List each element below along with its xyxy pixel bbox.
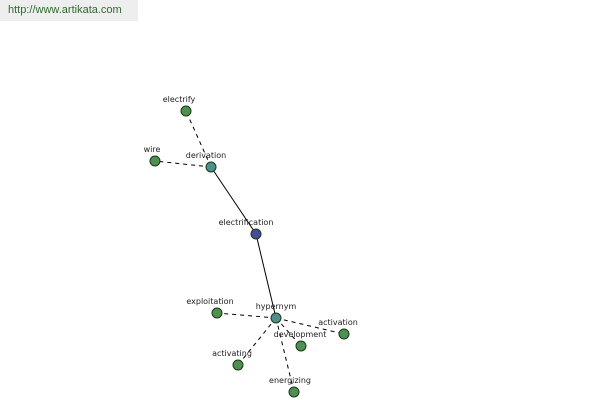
edges-layer — [154, 110, 345, 393]
node-label-derivation[interactable]: derivation — [186, 151, 226, 160]
labels-layer: electrify wire derivation electrification hy… — [144, 95, 358, 385]
node-label-hypernym[interactable]: hypernym — [256, 302, 297, 311]
node-hypernym[interactable] — [270, 312, 282, 324]
node-electrification[interactable] — [250, 228, 262, 240]
edge-hypernym-activation — [275, 317, 345, 335]
edge-derivation-electrify — [185, 110, 212, 168]
edge-hypernym-development — [275, 317, 302, 347]
node-exploitation[interactable] — [211, 307, 223, 319]
nodes-layer — [149, 105, 350, 398]
node-label-electrify[interactable]: electrify — [163, 95, 196, 104]
node-electrify[interactable] — [180, 105, 192, 117]
node-label-exploitation[interactable]: exploitation — [186, 297, 233, 306]
node-energizing[interactable] — [288, 386, 300, 398]
node-label-energizing[interactable]: energizing — [269, 376, 311, 385]
edge-hypernym-activating — [237, 317, 277, 366]
node-wire[interactable] — [149, 155, 161, 167]
node-activating[interactable] — [232, 359, 244, 371]
url-link[interactable]: http://www.artikata.com — [8, 4, 122, 16]
node-label-activation[interactable]: activation — [318, 318, 358, 327]
node-label-wire[interactable]: wire — [144, 145, 161, 154]
edge-derivation-wire — [154, 160, 212, 168]
edge-hypernym-exploitation — [216, 312, 277, 319]
node-label-development[interactable]: development — [274, 330, 327, 339]
edge-electrification-hypernym — [255, 233, 277, 319]
node-activation[interactable] — [338, 328, 350, 340]
node-label-electrification[interactable]: electrification — [219, 218, 274, 227]
edge-electrification-derivation — [210, 166, 257, 235]
url-banner[interactable]: http://www.artikata.com — [0, 0, 138, 21]
node-derivation[interactable] — [205, 161, 217, 173]
node-development[interactable] — [295, 340, 307, 352]
node-label-activating[interactable]: activating — [212, 349, 252, 358]
